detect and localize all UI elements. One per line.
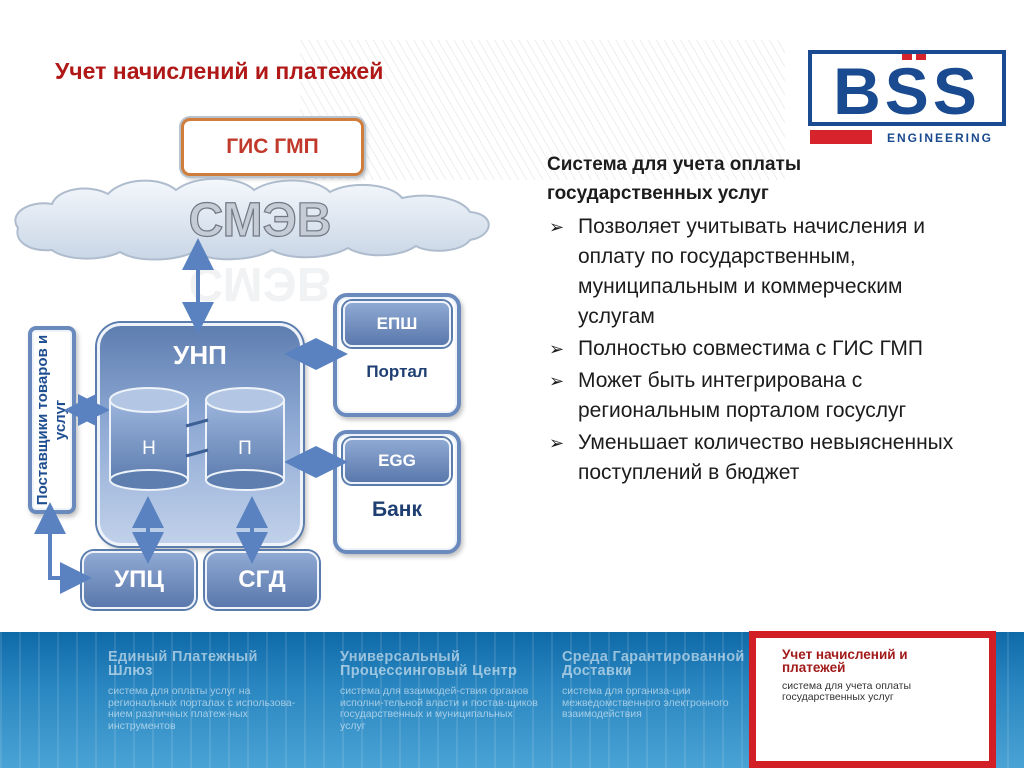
active-card-desc: система для учета оплаты государственных… xyxy=(782,680,912,703)
bullet-list: ➢Позволяет учитывать начисления и оплату… xyxy=(547,212,957,488)
bss-logo: BSS ENGINEERING xyxy=(808,50,1006,145)
right-panel: Система для учета оплаты государственных… xyxy=(547,150,957,490)
footer-block-sgd: Среда Гарантированной Доставки система д… xyxy=(562,649,745,720)
smev-label: СМЭВ xyxy=(189,194,332,247)
bullet-item: ➢Может быть интегрирована с региональным… xyxy=(547,366,957,426)
diagram-canvas: СМЭВ СМЭВ xyxy=(14,177,490,594)
arrow-bullet-icon: ➢ xyxy=(549,371,565,391)
connector-arrows xyxy=(34,238,348,594)
cylinder-p-label: П xyxy=(238,438,252,459)
svg-text:BSS: BSS xyxy=(833,54,981,128)
arrow-bullet-icon: ➢ xyxy=(549,433,565,453)
portal-label: Портал xyxy=(366,362,428,381)
bullet-item: ➢Полностью совместима с ГИС ГМП xyxy=(547,334,957,364)
footer-block-epsh: Единый Платежный Шлюз система для оплаты… xyxy=(108,649,296,732)
unp-label: УНП xyxy=(173,340,227,370)
svg-text:СМЭВ: СМЭВ xyxy=(189,257,332,310)
cylinder-n-label: Н xyxy=(142,438,156,459)
gis-gmp-box: ГИС ГМП xyxy=(181,118,364,176)
egg-box: EGG xyxy=(343,438,451,484)
arrow-bullet-icon: ➢ xyxy=(549,217,565,237)
link-icon xyxy=(185,418,209,458)
bullet-item: ➢Позволяет учитывать начисления и оплату… xyxy=(547,212,957,332)
hatch-decoration xyxy=(300,40,785,180)
panel-heading: Система для учета оплаты государственных… xyxy=(547,154,802,204)
active-card-title: Учет начислений и платежей xyxy=(782,647,908,675)
epsh-box: ЕПШ xyxy=(343,301,451,347)
cylinder-p xyxy=(205,387,285,491)
arrow-bullet-icon: ➢ xyxy=(549,339,565,359)
bank-label: Банк xyxy=(372,498,422,521)
smev-cloud xyxy=(14,177,490,261)
svg-text:ENGINEERING: ENGINEERING xyxy=(887,131,993,145)
footer-block-upc: Универсальный Процессинговый Центр систе… xyxy=(340,649,538,732)
slide-title: Учет начислений и платежей xyxy=(55,58,384,84)
bullet-item: ➢Уменьшает количество невыясненных посту… xyxy=(547,428,957,488)
cylinder-n xyxy=(109,387,189,491)
footer-active-card[interactable]: Учет начислений и платежей система для у… xyxy=(749,631,996,768)
